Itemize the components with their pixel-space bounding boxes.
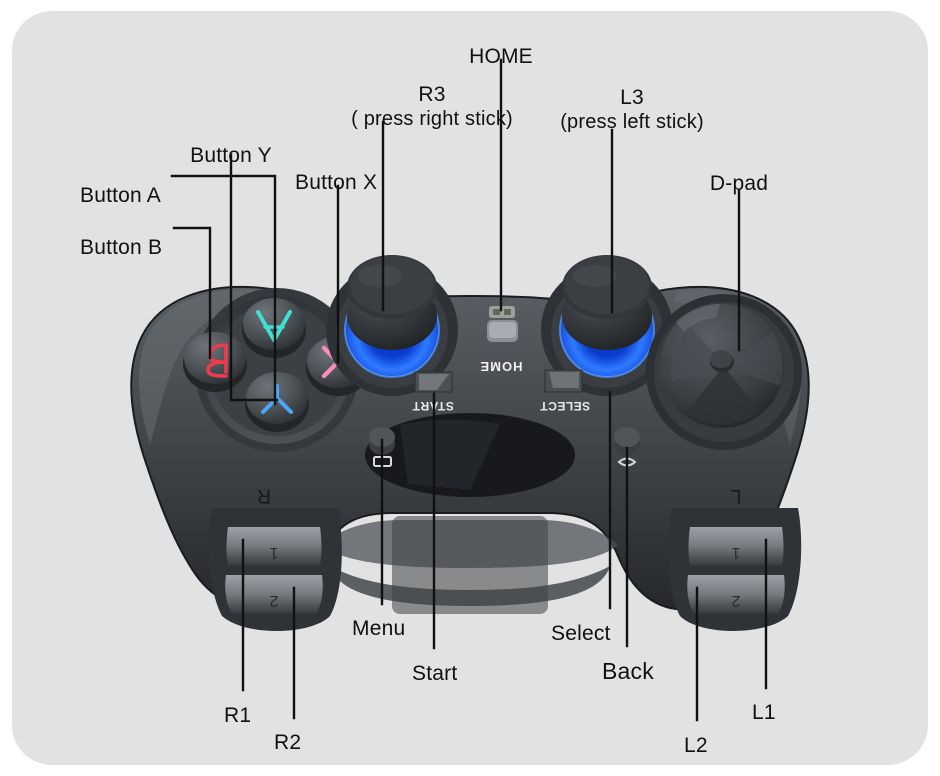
callout-l2: L2 <box>684 734 708 757</box>
r1-printed-label: 1 <box>269 544 278 561</box>
left-shoulder-buttons[interactable]: L 1 2 <box>668 485 802 631</box>
callout-l1: L1 <box>752 701 776 724</box>
select-printed-label: SELECT <box>540 399 591 413</box>
r2-trigger[interactable] <box>225 575 323 614</box>
face-button-b[interactable] <box>183 332 247 392</box>
callout-l3-subtitle: (press left stick) <box>560 111 704 133</box>
callout-r3: R3 ( press right stick) <box>351 82 513 131</box>
face-button-y[interactable] <box>245 372 309 432</box>
callout-r2: R2 <box>274 731 302 754</box>
callout-r3-title: R3 <box>418 83 446 106</box>
leader-button-y <box>229 153 279 402</box>
callout-back: Back <box>602 658 654 684</box>
callout-start: Start <box>412 662 458 685</box>
leader-button-b <box>172 226 212 360</box>
callout-button-a: Button A <box>80 184 161 207</box>
callout-button-y: Button Y <box>190 144 272 167</box>
callout-home: HOME <box>469 45 533 68</box>
callout-select: Select <box>551 622 611 645</box>
left-shoulder-group-label: L <box>731 485 742 506</box>
l2-trigger[interactable] <box>687 575 785 614</box>
l1-trigger[interactable] <box>688 527 784 566</box>
callout-button-b: Button B <box>80 236 163 259</box>
l2-printed-label: 2 <box>731 592 740 609</box>
callout-r1: R1 <box>224 704 252 727</box>
home-button[interactable]: HOME <box>480 306 523 374</box>
callout-l3: L3 (press left stick) <box>560 85 704 134</box>
callout-r3-subtitle: ( press right stick) <box>351 108 513 130</box>
callout-menu: Menu <box>352 617 406 640</box>
leader-lines <box>170 58 768 722</box>
callout-d-pad: D-pad <box>709 172 769 195</box>
l1-printed-label: 1 <box>731 544 740 561</box>
select-button[interactable]: SELECT <box>540 369 591 413</box>
left-analog-stick[interactable] <box>541 255 673 396</box>
right-shoulder-group-label: R <box>257 485 271 506</box>
leader-button-a <box>170 174 277 406</box>
back-button[interactable] <box>614 427 640 467</box>
callout-button-x: Button X <box>295 171 378 194</box>
right-analog-stick[interactable] <box>326 255 458 396</box>
home-printed-label: HOME <box>480 359 523 374</box>
callout-l3-title: L3 <box>620 86 644 109</box>
r1-trigger[interactable] <box>226 527 322 566</box>
r2-printed-label: 2 <box>269 592 278 609</box>
d-pad[interactable] <box>646 294 802 450</box>
